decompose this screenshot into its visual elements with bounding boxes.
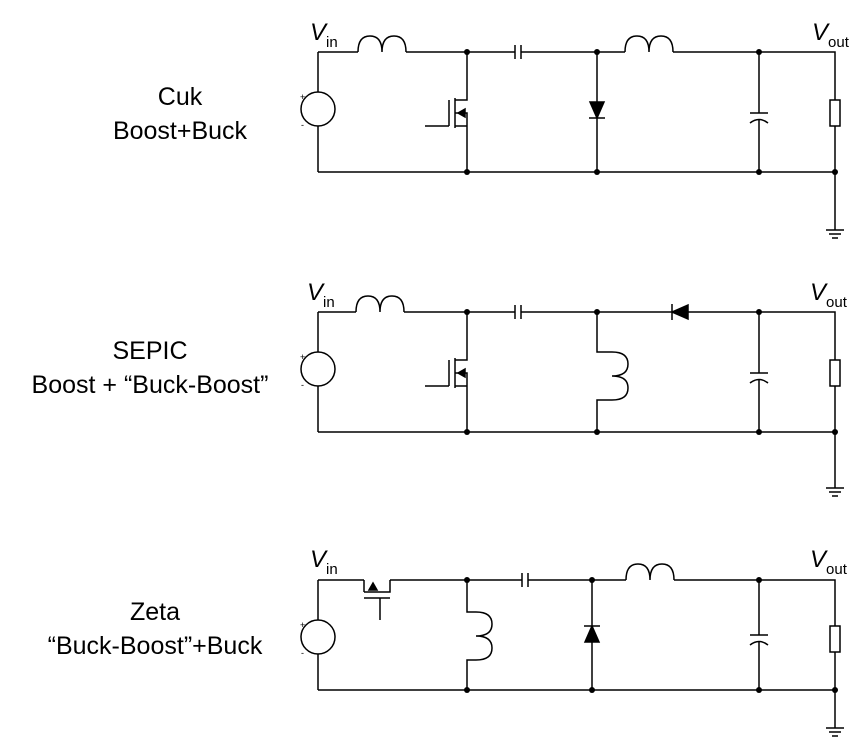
cuk-source-plus: + — [300, 92, 305, 102]
cuk-mosfet-drain — [455, 52, 468, 101]
zeta-circuit: Vin Vout + - — [300, 546, 848, 737]
zeta-source-plus: + — [300, 620, 305, 630]
zeta-load-resistor — [829, 625, 841, 653]
zeta-coupling-capacitor — [521, 573, 529, 587]
cuk-circuit: Vin Vout + - — [300, 19, 850, 239]
zeta-node-5 — [589, 687, 595, 693]
zeta-node-4 — [464, 687, 470, 693]
zeta-node-3 — [756, 577, 762, 583]
zeta-node-2 — [589, 577, 595, 583]
sepic-coupling-capacitor — [514, 305, 522, 319]
sepic-mosfet-drain — [455, 312, 468, 361]
cuk-ground — [826, 229, 844, 239]
sepic-source-plus: + — [300, 352, 305, 362]
zeta-source-minus: - — [301, 648, 304, 658]
zeta-ground — [826, 727, 844, 737]
sepic-description: Boost + “Buck-Boost” — [31, 371, 269, 399]
zeta-mosfet — [363, 580, 391, 620]
zeta-top-wire-right — [674, 579, 836, 626]
zeta-shunt-wire-bottom — [466, 659, 476, 690]
zeta-vout-label: Vout — [810, 546, 848, 578]
cuk-description: Boost+Buck — [112, 117, 248, 145]
cuk-node-3 — [756, 49, 762, 55]
sepic-node-3 — [756, 309, 762, 315]
zeta-description: “Buck-Boost”+Buck — [47, 632, 263, 660]
cuk-source — [300, 91, 336, 127]
sepic-source-minus: - — [301, 380, 304, 390]
sepic-circuit: Vin Vout + - — [300, 279, 848, 497]
zeta-node-1 — [464, 577, 470, 583]
sepic-node-6 — [756, 429, 762, 435]
sepic-load-resistor — [829, 359, 841, 387]
sepic-source — [300, 351, 336, 387]
cuk-node-4 — [464, 169, 470, 175]
sepic-label: SEPIC Boost + “Buck-Boost” — [0, 334, 300, 402]
zeta-mosfet-arrow — [367, 581, 379, 591]
sepic-node-7 — [832, 429, 838, 435]
sepic-vin-label: Vin — [307, 279, 335, 311]
cuk-node-5 — [594, 169, 600, 175]
zeta-node-7 — [832, 687, 838, 693]
sepic-shunt-wire-bottom — [596, 399, 612, 432]
cuk-source-minus: - — [301, 120, 304, 130]
zeta-source — [300, 619, 336, 655]
cuk-vin-label: Vin — [310, 19, 338, 51]
sepic-name: SEPIC — [112, 337, 188, 365]
sepic-node-2 — [594, 309, 600, 315]
sepic-diode — [670, 303, 689, 321]
sepic-node-1 — [464, 309, 470, 315]
cuk-node-1 — [464, 49, 470, 55]
cuk-top-wire-right — [673, 51, 836, 100]
cuk-label: Cuk Boost+Buck — [95, 80, 265, 148]
zeta-vin-label: Vin — [310, 546, 338, 578]
cuk-name: Cuk — [157, 83, 203, 111]
cuk-coupling-capacitor — [514, 45, 522, 59]
cuk-mosfet — [425, 98, 468, 143]
sepic-node-4 — [464, 429, 470, 435]
cuk-vout-label: Vout — [812, 19, 850, 51]
sepic-shunt-wire — [596, 312, 612, 353]
cuk-diode — [588, 101, 606, 120]
zeta-diode — [583, 624, 601, 643]
cuk-output-capacitor — [749, 112, 769, 124]
zeta-output-capacitor — [749, 634, 769, 646]
sepic-shunt-inductor — [611, 351, 629, 401]
zeta-shunt-wire — [466, 580, 476, 613]
cuk-mosfet-arrow — [456, 107, 466, 119]
cuk-input-inductor — [357, 35, 407, 53]
cuk-load-resistor — [829, 99, 841, 127]
zeta-label: Zeta “Buck-Boost”+Buck — [20, 595, 290, 663]
sepic-top-wire-right — [688, 311, 836, 360]
sepic-ground — [826, 487, 844, 497]
zeta-output-inductor — [625, 563, 675, 581]
cuk-node-6 — [756, 169, 762, 175]
zeta-node-6 — [756, 687, 762, 693]
sepic-mosfet-arrow — [456, 367, 466, 379]
sepic-node-5 — [594, 429, 600, 435]
zeta-name: Zeta — [129, 598, 181, 626]
cuk-node-2 — [594, 49, 600, 55]
sepic-vout-label: Vout — [810, 279, 848, 311]
sepic-mosfet — [425, 358, 468, 403]
zeta-shunt-inductor — [475, 611, 493, 661]
sepic-input-inductor — [355, 295, 405, 313]
sepic-output-capacitor — [749, 372, 769, 384]
cuk-output-inductor — [624, 35, 674, 53]
cuk-node-7 — [832, 169, 838, 175]
